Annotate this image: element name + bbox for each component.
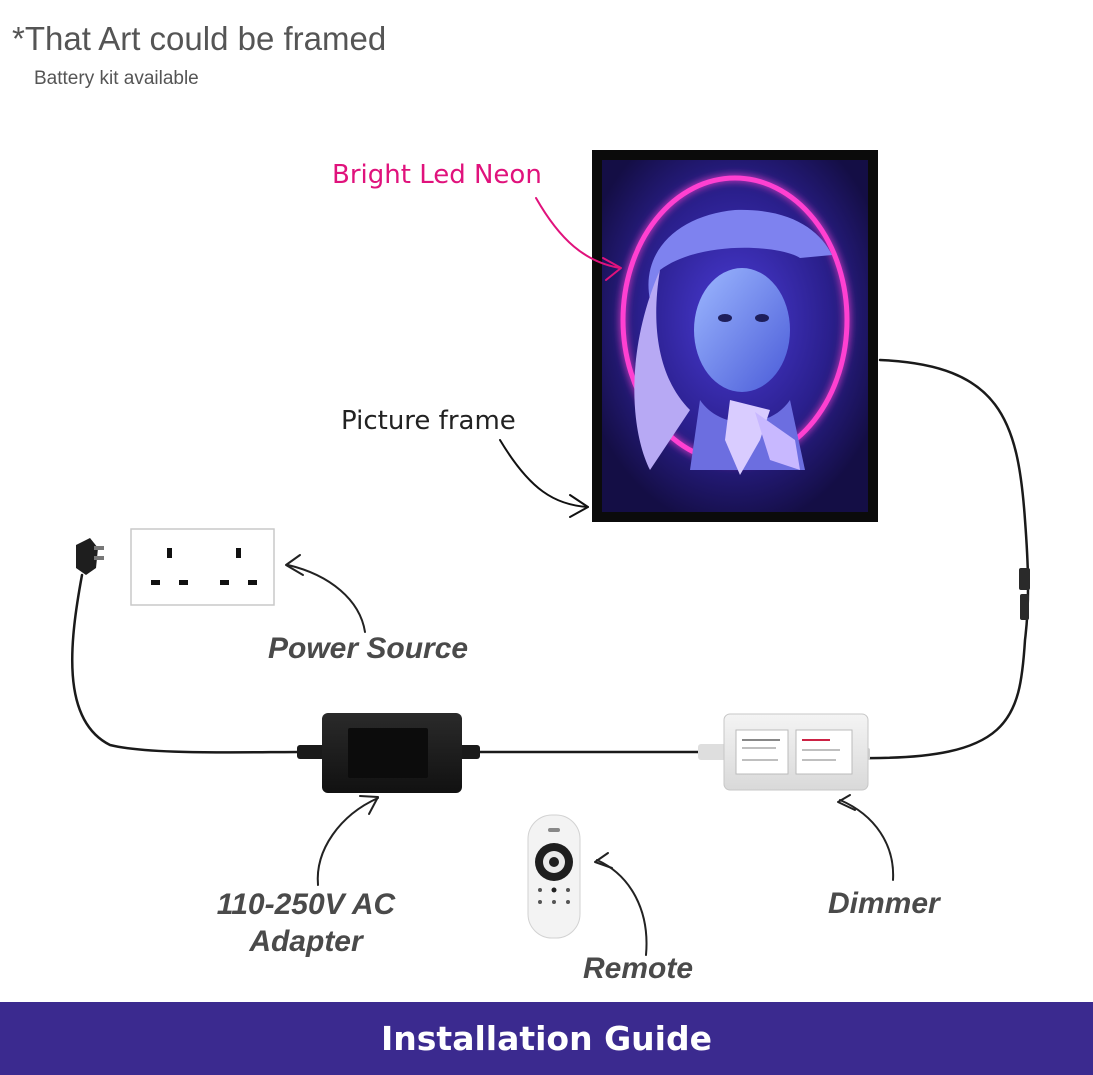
portrait-figure: [634, 209, 832, 475]
power-source-label: Power Source: [268, 632, 469, 665]
remote-label: Remote: [583, 952, 694, 985]
adapter-arrow: [316, 795, 379, 886]
dimmer-label: Dimmer: [828, 887, 940, 920]
dimmer-to-frame-cable: [858, 358, 1030, 760]
dimmer-box: [698, 713, 870, 791]
adapter-label-line1: 110-250V AC: [216, 888, 396, 921]
power-plug: [76, 538, 104, 575]
page-subtitle: Battery kit available: [34, 68, 199, 89]
adapter-label-line2: Adapter: [249, 925, 363, 958]
neon-arrow: [535, 197, 622, 281]
remote-control: [527, 814, 581, 939]
ac-adapter: [297, 713, 480, 793]
plug-to-adapter-cable: [71, 573, 302, 754]
callout-arrows: [285, 197, 895, 956]
frame-label: Picture frame: [341, 406, 516, 436]
cable-connector: [1019, 568, 1030, 620]
remote-arrow: [594, 852, 648, 956]
power-source-arrow: [285, 554, 366, 633]
neon-label: Bright Led Neon: [332, 160, 542, 190]
footer-band: Installation Guide: [0, 1002, 1093, 1075]
picture-frame: [592, 150, 878, 522]
adapter-label: 110-250V AC Adapter: [206, 886, 406, 960]
dimmer-arrow: [837, 794, 895, 881]
footer-title: Installation Guide: [381, 1019, 712, 1058]
wall-socket: [130, 528, 275, 606]
page-title: *That Art could be framed: [12, 20, 387, 57]
frame-arrow: [499, 439, 589, 518]
